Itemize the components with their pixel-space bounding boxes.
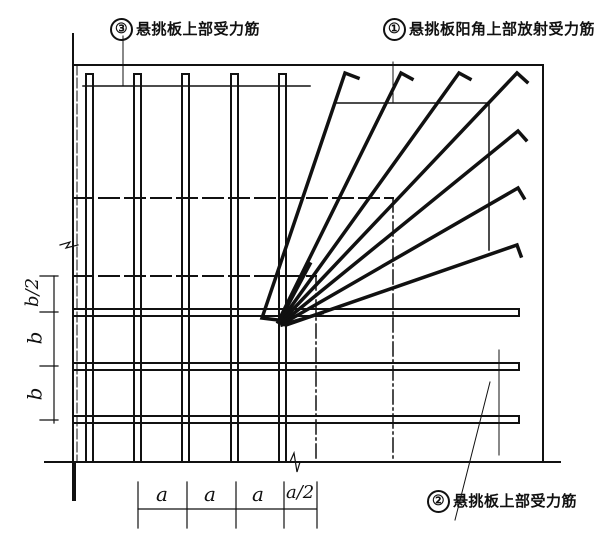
callout-2-text: 悬挑板上部受力筋 (453, 492, 578, 510)
callout-1-text: 悬挑板阳角上部放射受力筋 (409, 20, 596, 38)
dim-a-2: a (204, 482, 216, 506)
bars-1-radial-group (259, 70, 530, 328)
callout-3-text: 悬挑板上部受力筋 (136, 20, 261, 38)
dim-a-half: a/2 (286, 482, 315, 503)
dim-b-half: b/2 (22, 277, 44, 308)
callout-1-number: ① (383, 18, 406, 41)
callout-2-number: ② (427, 490, 450, 513)
bars-3-group (85, 73, 287, 463)
dim-a-1: a (156, 482, 168, 506)
callout-3-number: ③ (110, 18, 133, 41)
dim-a-3: a (252, 482, 264, 506)
dim-b-1: b (22, 331, 47, 345)
dim-b-2: b (22, 387, 47, 401)
